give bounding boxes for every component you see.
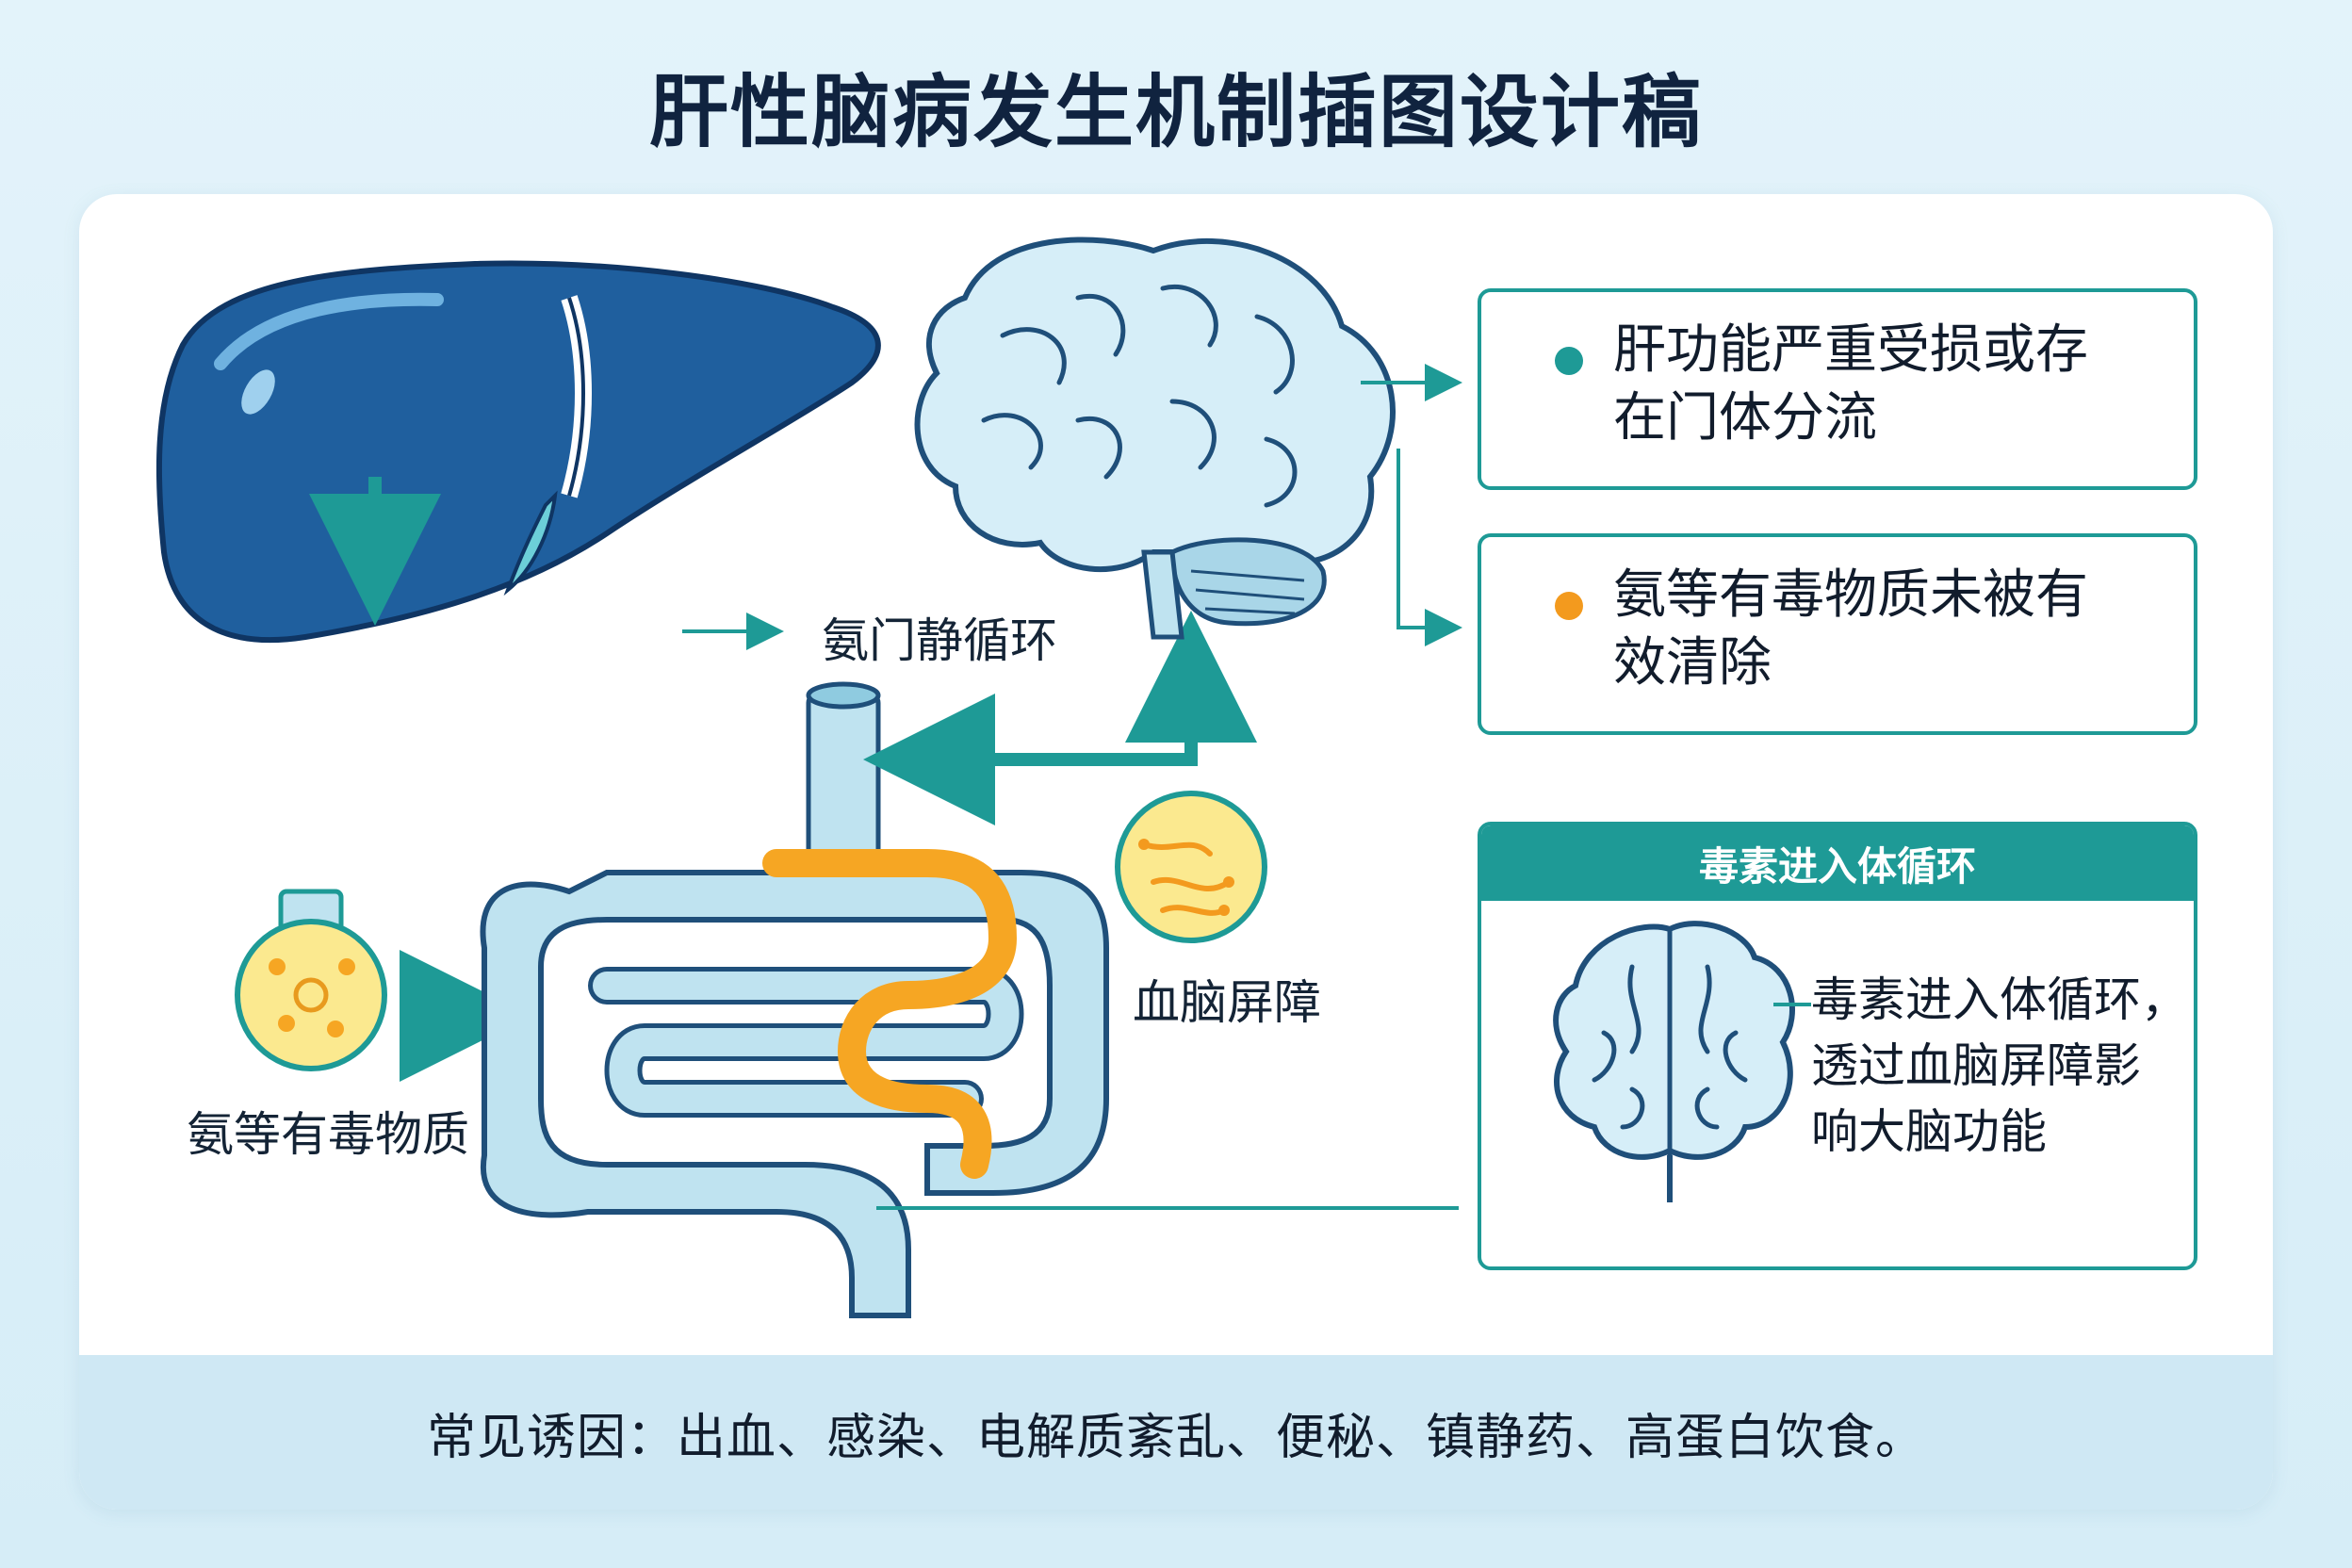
- orange-dot-icon: [1555, 592, 1583, 620]
- panel-line1: 毒素进入体循环，: [1811, 972, 2188, 1027]
- info-box-ammonia-uncleared: 氨等有毒物质未被有 效清除: [1478, 533, 2197, 735]
- info-box-liver-damage: 肝功能严重受损或存 在门体分流: [1478, 288, 2197, 490]
- liver-icon: [155, 260, 881, 644]
- page-title: 肝性脑病发生机制插图设计稿: [648, 66, 1703, 158]
- bbb-label: 血脑屏障: [1133, 975, 1321, 1030]
- ammonia-toxins-label: 氨等有毒物质: [187, 1107, 469, 1162]
- info-box-2-line1: 氨等有毒物质未被有: [1613, 564, 2088, 626]
- panel-line3: 响大脑功能: [1811, 1104, 2047, 1159]
- circulation-panel: 毒素进入体循环 毒素进入体循环， 透过血脑屏障影 响大脑功能: [1478, 822, 2197, 1270]
- bbb-icon: [1115, 791, 1267, 943]
- return-arrow: [863, 656, 1198, 825]
- panel-header: 毒素进入体循环: [1481, 825, 2194, 901]
- panel-line2: 透过血脑屏障影: [1811, 1038, 2141, 1093]
- brain-arrow-2: [1396, 449, 1462, 646]
- teal-dot-icon: [1555, 347, 1583, 375]
- info-box-2-line2: 效清除: [1613, 632, 1772, 694]
- flask-icon: [235, 889, 387, 1071]
- brain-icon: [914, 237, 1396, 640]
- diagram-card: 氨等有毒物质 氨门静循环 血脑屏障 肝功能严重受损或存 在门体分流 氨等有毒物质…: [79, 194, 2273, 1510]
- ammonia-portal-label: 氨门静循环: [822, 613, 1057, 668]
- footer-note: 常见诱因：出血、感染、电解质紊乱、便秘、镇静药、高蛋白饮食。: [79, 1355, 2273, 1510]
- diagram-canvas: [155, 237, 1462, 1318]
- info-box-1-line2: 在门体分流: [1613, 387, 1877, 449]
- intestine-icon: [480, 681, 1109, 1318]
- info-box-1-line1: 肝功能严重受损或存: [1613, 319, 2088, 381]
- panel-brain-icon: [1553, 921, 1811, 1202]
